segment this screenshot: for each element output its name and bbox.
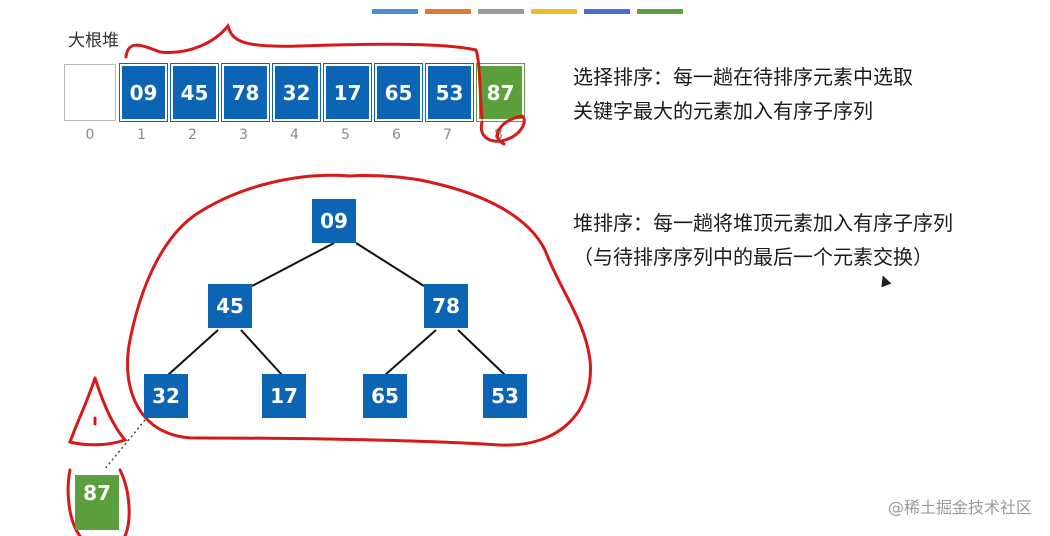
array-cell-3: 78 — [221, 63, 270, 122]
array-index-1: 1 — [137, 127, 146, 143]
array-index-2: 2 — [188, 127, 197, 143]
annotation-arrow-head — [68, 376, 128, 447]
tree-node-right-right: 53 — [483, 374, 527, 418]
array-index-0: 0 — [85, 127, 95, 143]
selection-sort-line-2: 关键字最大的元素加入有序子序列 — [573, 99, 873, 123]
heap-sort-description: 堆排序：每一趟将堆顶元素加入有序子序列 （与待排序序列中的最后一个元素交换） — [573, 206, 953, 274]
array-cell-1: 09 — [119, 63, 168, 122]
edge-45-32 — [167, 329, 219, 376]
array-cell-7: 53 — [425, 63, 474, 122]
array-index-3: 3 — [239, 127, 248, 143]
array-cell-5: 17 — [323, 63, 372, 122]
heap-label: 大根堆 — [68, 31, 119, 51]
array-cell-4: 32 — [272, 63, 321, 122]
tree-node-left-left: 32 — [144, 374, 188, 418]
array-cell-0 — [64, 64, 116, 121]
color-strip-3 — [478, 9, 524, 14]
heap-sort-line-2: （与待排序序列中的最后一个元素交换） — [573, 245, 933, 269]
heap-array: 09 45 78 32 17 65 53 87 — [64, 63, 528, 122]
tree-node-right-left: 65 — [363, 374, 407, 418]
detached-sorted-node: 87 — [75, 475, 119, 530]
tree-node-left: 45 — [208, 284, 252, 328]
watermark: @稀土掘金技术社区 — [887, 498, 1032, 517]
swap-dotted-line — [103, 419, 146, 471]
color-strip-1 — [372, 9, 418, 14]
heap-sort-line-1: 堆排序：每一趟将堆顶元素加入有序子序列 — [573, 211, 953, 235]
array-index-6: 6 — [392, 127, 401, 143]
array-cell-8-sorted: 87 — [476, 63, 525, 122]
color-strip-6 — [637, 9, 683, 14]
selection-sort-description: 选择排序：每一趟在待排序元素中选取 关键字最大的元素加入有序子序列 — [573, 60, 913, 128]
tree-edges — [167, 242, 506, 376]
color-strip-4 — [531, 9, 577, 14]
array-index-4: 4 — [290, 127, 299, 143]
edge-09-78 — [355, 242, 425, 287]
color-strip-5 — [584, 9, 630, 14]
annotation-heap-loop — [126, 173, 592, 447]
selection-sort-line-1: 选择排序：每一趟在待排序元素中选取 — [573, 65, 913, 89]
edge-78-65 — [384, 329, 437, 376]
edge-78-53 — [457, 329, 506, 376]
tree-node-right: 78 — [424, 284, 468, 328]
tree-node-left-right: 17 — [262, 374, 306, 418]
array-index-7: 7 — [443, 127, 452, 143]
array-cell-6: 65 — [374, 63, 423, 122]
tree-node-root: 09 — [312, 199, 356, 243]
array-cell-2: 45 — [170, 63, 219, 122]
edge-45-17 — [240, 329, 283, 376]
edge-09-45 — [251, 242, 335, 287]
annotation-sorted-outline — [66, 468, 131, 536]
array-index-5: 5 — [341, 127, 350, 143]
annotation-array-bracket — [124, 22, 484, 120]
annotation-index-circle — [479, 114, 526, 146]
color-strip-2 — [425, 9, 471, 14]
red-annotations — [66, 22, 592, 536]
